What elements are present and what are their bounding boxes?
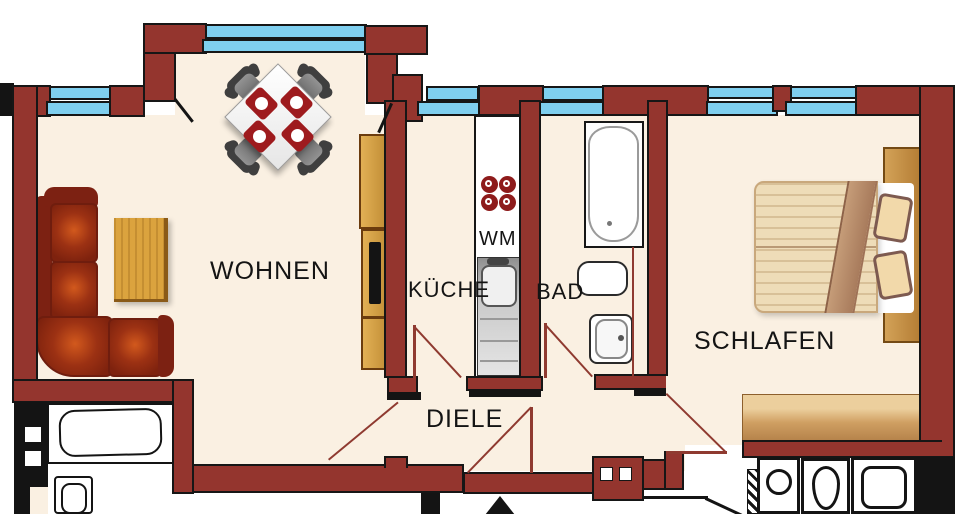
window <box>706 101 778 116</box>
couch-back <box>36 196 52 322</box>
wall-left <box>12 85 38 403</box>
window <box>539 101 606 116</box>
room-label-diele: DIELE <box>426 405 504 433</box>
window <box>205 24 367 39</box>
wall-bay-left <box>143 23 207 54</box>
wall-bay-right <box>364 25 428 55</box>
door-base-schlafen <box>666 451 727 454</box>
room-label-bad: BAD <box>536 279 585 304</box>
wall-cap <box>469 389 541 397</box>
entrance-arrow <box>485 496 515 514</box>
bathtub-drain <box>607 221 612 226</box>
door-leaf-kueche <box>413 325 416 378</box>
window <box>542 86 604 101</box>
door-leaf-entrance <box>530 407 533 473</box>
bathtub-basin <box>588 126 639 242</box>
wall-entrance-sill <box>463 472 594 494</box>
window <box>202 39 374 53</box>
window <box>46 101 118 116</box>
wall <box>109 85 145 117</box>
wall-cap <box>634 388 666 396</box>
window <box>707 86 774 99</box>
room-label-wohnen: WOHNEN <box>210 257 330 285</box>
sideboard <box>742 394 922 442</box>
window <box>49 86 111 100</box>
wall-cap <box>387 392 421 400</box>
couch-seat <box>50 261 98 320</box>
tv-screen <box>369 242 381 304</box>
washbasin <box>577 261 628 296</box>
couch-armrest <box>44 187 98 207</box>
wall-bad-schlafen <box>647 100 668 376</box>
wall-south-wohnen <box>12 379 194 403</box>
wall-south-schlafen <box>742 440 942 458</box>
window <box>785 101 862 116</box>
wall-south-diele <box>192 464 464 493</box>
wall-right <box>919 85 955 458</box>
window <box>426 86 479 101</box>
neighbor-wall <box>916 457 955 514</box>
couch-seat <box>50 203 98 263</box>
label-wm: WM <box>479 228 517 250</box>
wall-wohnen-kueche <box>384 100 407 378</box>
window <box>790 86 857 99</box>
kitchen-sink-basin <box>481 265 517 307</box>
coffee-table <box>114 218 168 302</box>
wall-bay-left <box>143 50 176 102</box>
wall-stub <box>421 493 440 514</box>
floor-wohnen-lower <box>191 380 387 468</box>
room-label-schlafen: SCHLAFEN <box>694 327 836 355</box>
faucet <box>487 258 509 265</box>
door-leaf-bad <box>544 323 547 378</box>
couch-seat <box>108 318 162 377</box>
room-label-kueche: KÜCHE <box>408 277 491 302</box>
wall <box>0 83 14 116</box>
couch-armrest <box>158 315 174 377</box>
shaft-line <box>632 247 634 377</box>
wall-kueche-bad <box>519 100 541 378</box>
wall <box>642 459 666 490</box>
